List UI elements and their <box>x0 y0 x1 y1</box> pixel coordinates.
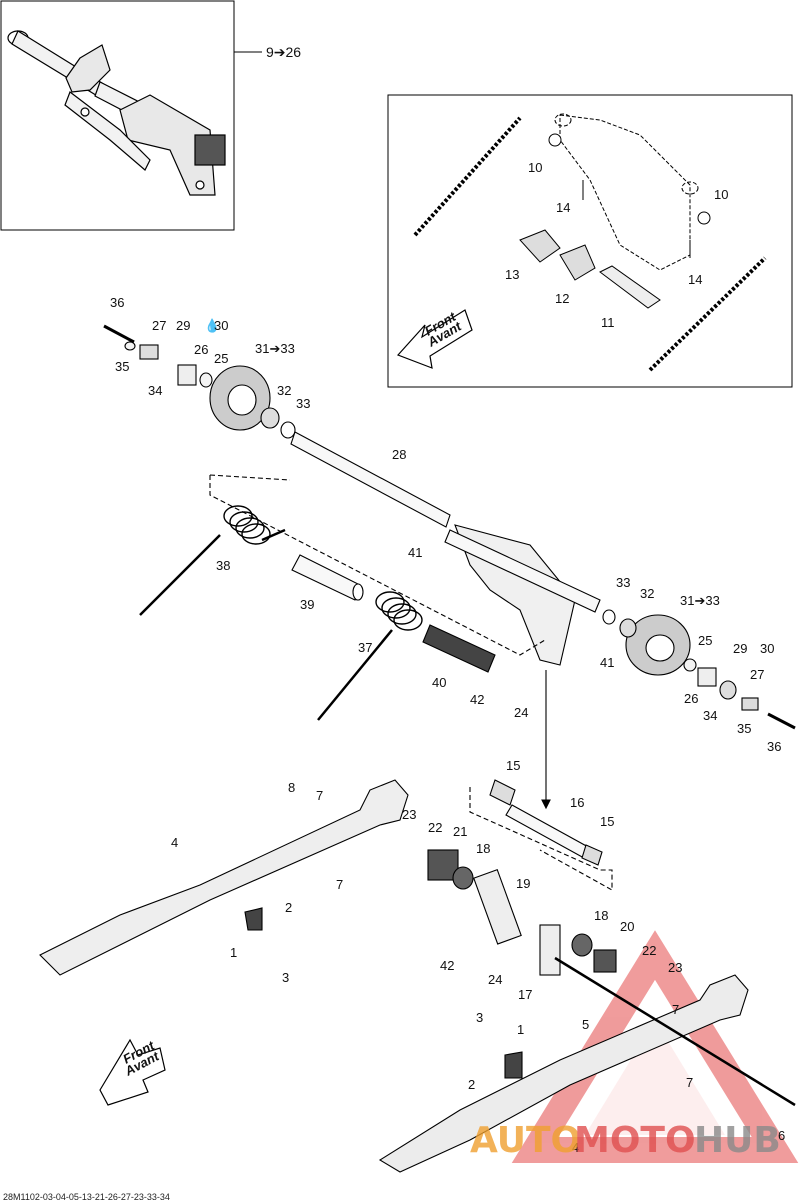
front-arrow-top: Front Avant <box>396 309 473 369</box>
callout-42: 42 <box>470 692 484 707</box>
callout-22: 22 <box>642 943 656 958</box>
callout-19: 19 <box>516 876 530 891</box>
callout-39: 39 <box>300 597 314 612</box>
callout-12: 12 <box>555 291 569 306</box>
callout-8: 8 <box>288 780 295 795</box>
callout-26: 26 <box>194 342 208 357</box>
callout-23: 23 <box>668 960 682 975</box>
steering-column-detail <box>413 113 767 372</box>
watermark-part-moto: MOTO <box>574 1120 696 1161</box>
callout-27: 27 <box>750 667 764 682</box>
callout-36: 36 <box>110 295 124 310</box>
callout-23: 23 <box>402 807 416 822</box>
callout-7: 7 <box>672 1002 679 1017</box>
watermark-part-hub: HUB <box>694 1120 781 1161</box>
callout-18: 18 <box>476 841 490 856</box>
callout-22: 22 <box>428 820 442 835</box>
callout-41: 41 <box>600 655 614 670</box>
callout-29: 29 <box>176 318 190 333</box>
callout-37: 37 <box>358 640 372 655</box>
callout-25: 25 <box>214 351 228 366</box>
callout-10: 10 <box>714 187 728 202</box>
callout-35: 35 <box>115 359 129 374</box>
callout-4: 4 <box>572 1140 579 1155</box>
callout-14: 14 <box>688 272 702 287</box>
callout-34: 34 <box>703 708 717 723</box>
callout-15: 15 <box>600 814 614 829</box>
callout-32: 32 <box>640 586 654 601</box>
callout-1: 1 <box>517 1022 524 1037</box>
callout-33: 33 <box>616 575 630 590</box>
callout-17: 17 <box>518 987 532 1002</box>
front-arrow-bottom: Front Avant <box>99 1037 166 1106</box>
callout-34: 34 <box>148 383 162 398</box>
callout-11: 11 <box>601 315 615 330</box>
callout-7: 7 <box>686 1075 693 1090</box>
callout-40: 40 <box>432 675 446 690</box>
callout-41: 41 <box>408 545 422 560</box>
callout-2: 2 <box>285 900 292 915</box>
callout-28: 28 <box>392 447 406 462</box>
lower-rails <box>39 779 796 1173</box>
callout-3: 3 <box>476 1010 483 1025</box>
callout-21: 21 <box>453 824 467 839</box>
callout-15: 15 <box>506 758 520 773</box>
callout-36: 36 <box>767 739 781 754</box>
upper-suspension-parts <box>103 324 796 810</box>
callout-42: 42 <box>440 958 454 973</box>
steering-shaft-assembly <box>7 30 226 196</box>
callout-1: 1 <box>230 945 237 960</box>
ref-9-26: 9➔26 <box>266 44 301 60</box>
callout-29: 29 <box>733 641 747 656</box>
callout-3: 3 <box>282 970 289 985</box>
callout-25: 25 <box>698 633 712 648</box>
callout-20: 20 <box>620 919 634 934</box>
footer-code: 28M1102-03-04-05-13-21-26-27-23-33-34 <box>3 1192 170 1202</box>
callout-31-33: 31➔33 <box>680 593 720 608</box>
callout-24: 24 <box>514 705 528 720</box>
callout-7: 7 <box>336 877 343 892</box>
callout-38: 38 <box>216 558 230 573</box>
inset-box-top-right <box>387 94 793 388</box>
callout-27: 27 <box>152 318 166 333</box>
callouts: 10 10 14 14 13 12 11 36 27 29 💧 30 35 26… <box>110 160 785 1155</box>
callout-30: 💧 <box>204 318 220 333</box>
watermark-part-auto: AUTO <box>470 1120 581 1161</box>
callout-26: 26 <box>684 691 698 706</box>
callout-4: 4 <box>171 835 178 850</box>
callout-35: 35 <box>737 721 751 736</box>
callout-32: 32 <box>277 383 291 398</box>
callout-13: 13 <box>505 267 519 282</box>
callout-30-number: 30 <box>214 318 228 333</box>
callout-6: 6 <box>778 1128 785 1143</box>
callout-5: 5 <box>582 1017 589 1032</box>
callout-16: 16 <box>570 795 584 810</box>
inset-box-top-left <box>0 0 235 231</box>
callout-33: 33 <box>296 396 310 411</box>
callout-30-number: 30 <box>760 641 774 656</box>
callout-10: 10 <box>528 160 542 175</box>
callout-18: 18 <box>594 908 608 923</box>
callout-7: 7 <box>316 788 323 803</box>
callout-2: 2 <box>468 1077 475 1092</box>
callout-24: 24 <box>488 972 502 987</box>
callout-31-33: 31➔33 <box>255 341 295 356</box>
watermark-text: AUTO MOTO HUB <box>470 1120 781 1161</box>
callout-14: 14 <box>556 200 570 215</box>
